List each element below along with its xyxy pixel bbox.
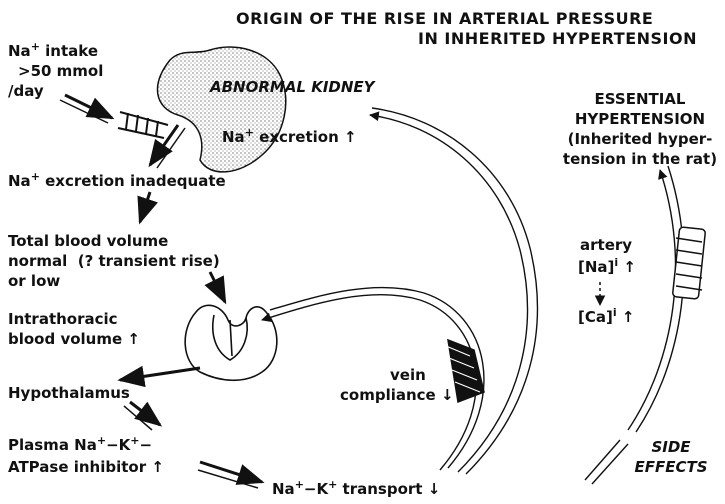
kidney-label: ABNORMAL KIDNEY bbox=[210, 78, 375, 96]
side-effects-line-1: SIDE bbox=[626, 438, 716, 456]
title-line-2: IN INHERITED HYPERTENSION bbox=[418, 30, 697, 48]
intake-label: Na+ intake bbox=[8, 42, 98, 60]
heart-to-hypothalamus-arrow bbox=[120, 368, 200, 380]
blood-volume-line-2: normal (? transient rise) bbox=[8, 252, 220, 270]
side-effects-line-2: EFFECTS bbox=[626, 458, 716, 476]
intake-unit: /day bbox=[8, 82, 44, 100]
vein-compliance: compliance ↓ bbox=[340, 386, 454, 404]
artery-na-level: [Na]i ↑ bbox=[578, 258, 636, 276]
intake-arrow bbox=[60, 95, 112, 123]
intrathoracic-line-1: Intrathoracic bbox=[8, 310, 118, 328]
hypothalamus-label: Hypothalamus bbox=[8, 384, 130, 402]
kidney-shape bbox=[158, 47, 286, 172]
vein-label: vein bbox=[390, 366, 426, 384]
excretion-inadequate: Na+ excretion inadequate bbox=[8, 172, 226, 190]
intrathoracic-line-2: blood volume ↑ bbox=[8, 330, 140, 348]
essential-line-2: HYPERTENSION bbox=[560, 110, 720, 128]
ureter-tube bbox=[118, 112, 168, 138]
hypothalamus-to-plasma-arrow bbox=[124, 402, 160, 430]
intake-amount: >50 mmol bbox=[18, 62, 103, 80]
inadequate-to-volume-arrow bbox=[140, 192, 150, 222]
plasma-line-2: ATPase inhibitor ↑ bbox=[8, 458, 164, 476]
volume-to-heart-arrow bbox=[210, 272, 225, 302]
transport-to-kidney-curve bbox=[370, 108, 537, 474]
transport-label: Na+−K+ transport ↓ bbox=[272, 480, 440, 498]
blood-volume-line-1: Total blood volume bbox=[8, 232, 168, 250]
blood-volume-line-3: or low bbox=[8, 272, 60, 290]
vein-curve bbox=[262, 287, 484, 470]
artery-label: artery bbox=[580, 236, 637, 254]
essential-line-1: ESSENTIAL bbox=[560, 90, 720, 108]
plasma-line-1: Plasma Na+−K+− bbox=[8, 436, 152, 454]
title-line-1: ORIGIN OF THE RISE IN ARTERIAL PRESSURE bbox=[236, 10, 653, 28]
artery-ca-level: [Ca]i ↑ bbox=[578, 308, 634, 326]
plasma-to-transport-arrow bbox=[198, 462, 262, 488]
kidney-to-inadequate-arrow bbox=[150, 125, 185, 168]
artery-coil-icon bbox=[672, 227, 705, 299]
essential-line-4: tension in the rat) bbox=[560, 150, 720, 168]
essential-line-3: (Inherited hyper- bbox=[560, 130, 720, 148]
kidney-excretion: Na+ excretion ↑ bbox=[222, 128, 357, 146]
